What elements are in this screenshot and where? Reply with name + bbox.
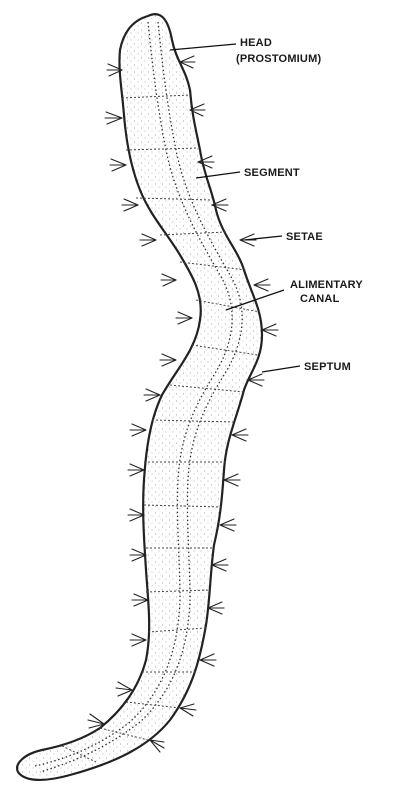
label-alimentary-line1: ALIMENTARY	[290, 279, 363, 291]
label-alimentary-line2: CANAL	[300, 293, 340, 305]
label-segment: SEGMENT	[244, 167, 300, 179]
worm-body	[17, 14, 262, 780]
label-head: HEAD	[240, 37, 272, 49]
leader-setae	[244, 236, 282, 240]
leader-head	[170, 44, 236, 50]
label-setae: SETAE	[286, 231, 323, 243]
label-septum: SEPTUM	[304, 361, 351, 373]
label-prostomium: (PROSTOMIUM)	[236, 53, 321, 65]
leader-septum	[262, 366, 300, 372]
